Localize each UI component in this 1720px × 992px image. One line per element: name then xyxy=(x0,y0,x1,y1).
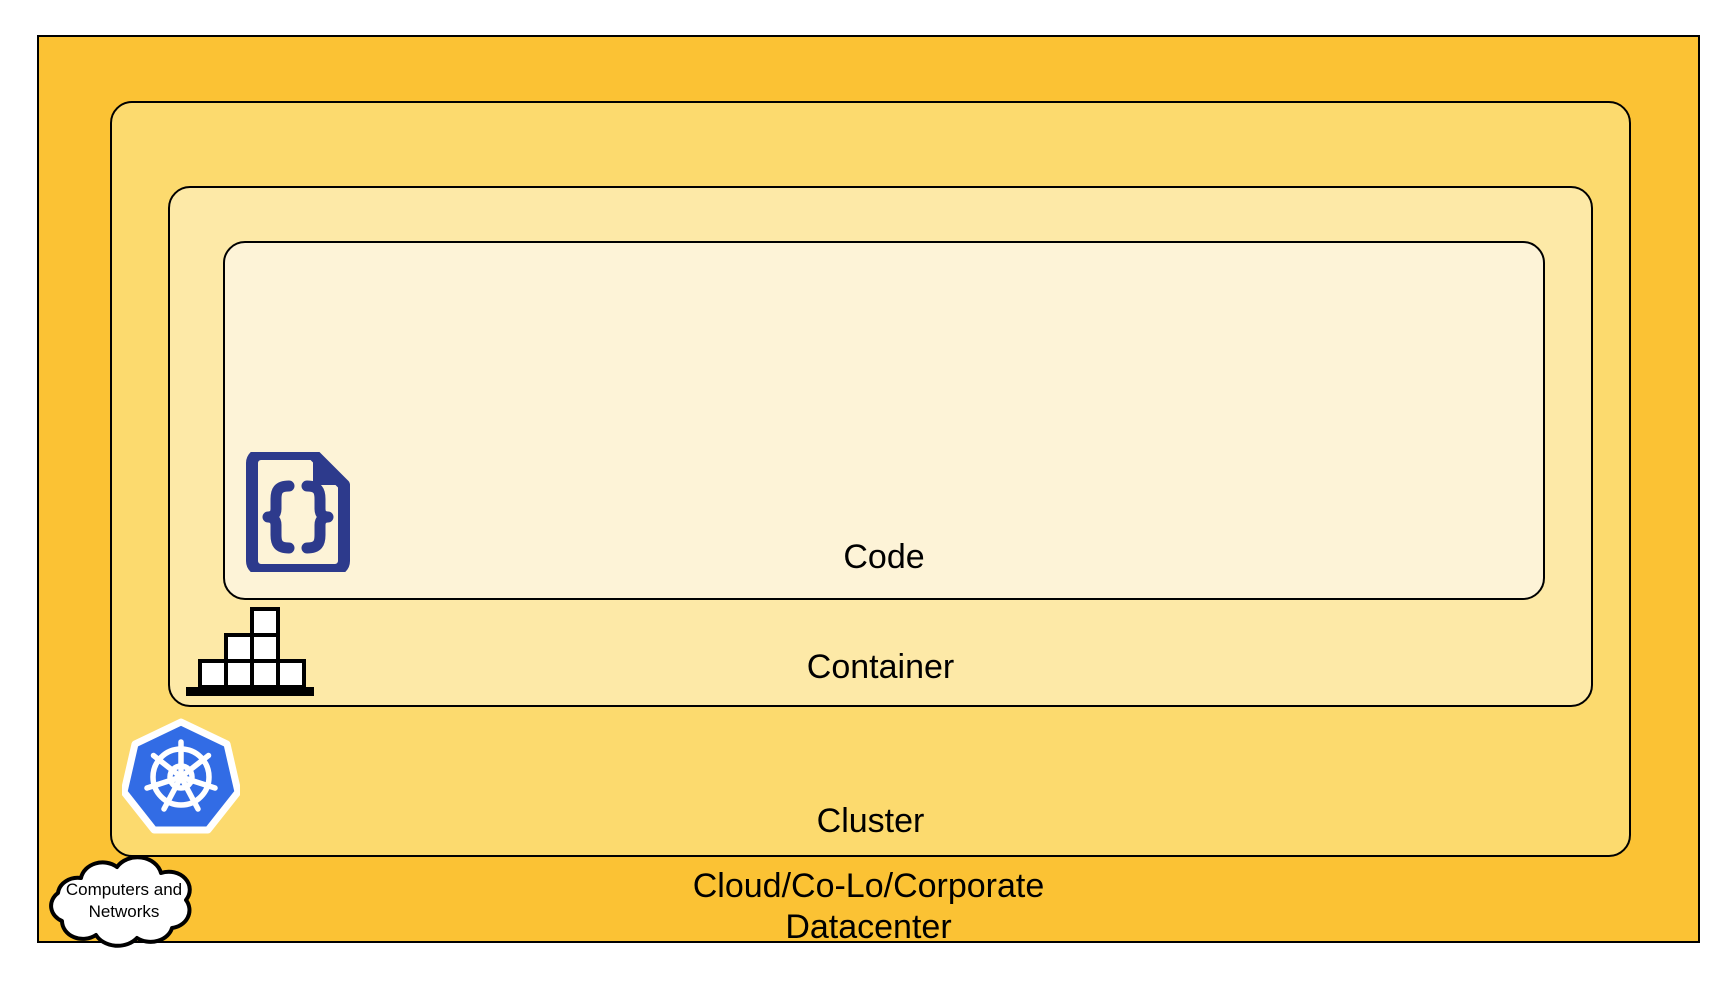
layer-label-datacenter: Cloud/Co-Lo/Corporate Datacenter xyxy=(692,867,1045,946)
cloud-callout-computers-and-networks[interactable] xyxy=(34,856,214,954)
kubernetes-helm-wheel-icon xyxy=(120,718,242,836)
stacked-boxes-icon xyxy=(184,605,316,697)
layer-label-code: Code xyxy=(843,538,925,576)
layer-label-cluster: Cluster xyxy=(816,802,925,840)
layer-label-container: Container xyxy=(806,648,955,686)
json-code-file-icon xyxy=(243,448,353,576)
layer-box-code[interactable] xyxy=(223,241,1545,600)
